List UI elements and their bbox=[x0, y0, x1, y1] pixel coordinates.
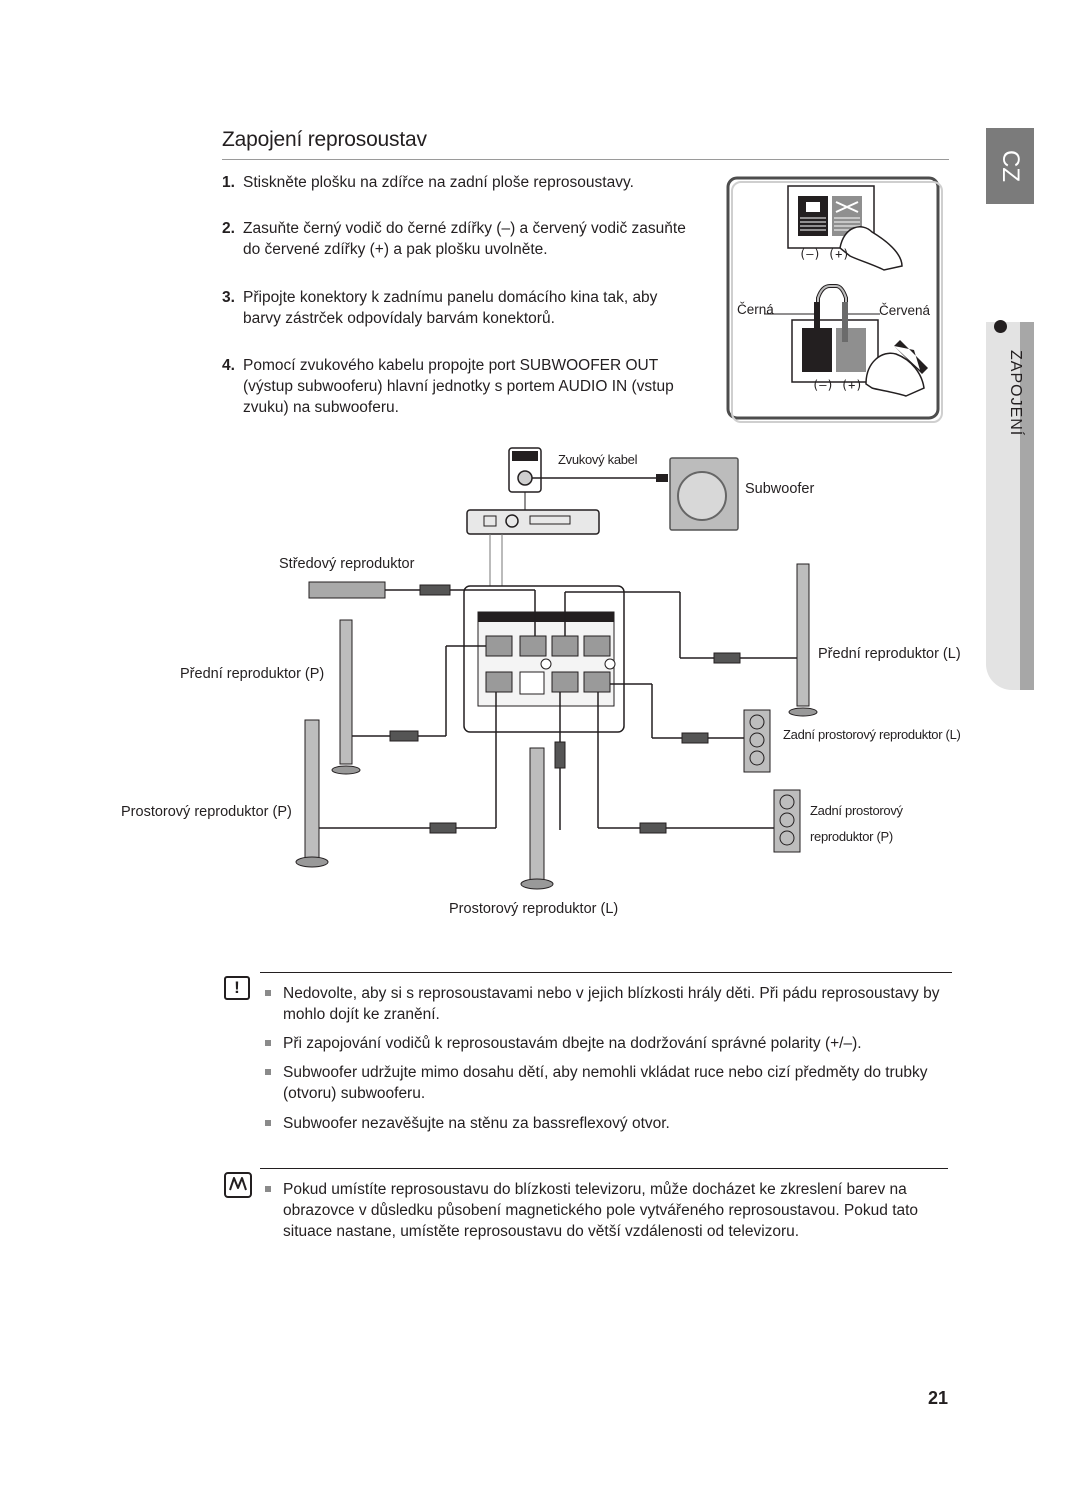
caution-text: Subwoofer nezavěšujte na stěnu za bassre… bbox=[283, 1115, 670, 1132]
step-text: Pomocí zvukového kabelu propojte port SU… bbox=[243, 357, 674, 416]
step-2: 2. Zasuňte černý vodič do černé zdířky (… bbox=[222, 218, 694, 260]
step-number: 1. bbox=[222, 174, 235, 191]
step-number: 4. bbox=[222, 357, 235, 374]
note-icon bbox=[224, 1172, 252, 1198]
bullet-icon bbox=[265, 1069, 271, 1075]
surround-left-label: Prostorový reproduktor (L) bbox=[449, 901, 619, 917]
language-label: CZ bbox=[997, 150, 1024, 182]
front-right-label: Přední reproduktor (P) bbox=[180, 666, 325, 682]
step-1: 1. Stiskněte plošku na zdířce na zadní p… bbox=[222, 172, 702, 193]
subwoofer-label: Subwoofer bbox=[745, 481, 815, 497]
polarity-bottom-label: (–) (+) bbox=[812, 378, 863, 392]
caution-divider bbox=[260, 972, 952, 973]
bullet-icon bbox=[265, 1120, 271, 1126]
caution-item: Subwoofer udržujte mimo dosahu dětí, aby… bbox=[265, 1062, 945, 1104]
polarity-top-label: (–) (+) bbox=[799, 247, 850, 261]
surround-right-speaker bbox=[304, 719, 320, 861]
rear-left-speaker bbox=[743, 709, 771, 773]
red-wire-label: Červená bbox=[879, 303, 931, 318]
surround-left-speaker bbox=[529, 747, 545, 881]
caution-item: Nedovolte, aby si s reprosoustavami nebo… bbox=[265, 983, 945, 1025]
center-speaker bbox=[308, 581, 386, 599]
caution-item: Při zapojování vodičů k reprosoustavám d… bbox=[265, 1033, 945, 1054]
section-tab-strip bbox=[1020, 322, 1034, 690]
caution-item: Subwoofer nezavěšujte na stěnu za bassre… bbox=[265, 1113, 945, 1134]
caution-icon: ! bbox=[224, 976, 250, 1000]
finger-bottom bbox=[865, 352, 925, 397]
note-divider bbox=[260, 1168, 948, 1169]
note-text: Pokud umístíte reprosoustavu do blízkost… bbox=[283, 1181, 919, 1240]
rear-right-speaker bbox=[773, 789, 801, 853]
surround-right-label: Prostorový reproduktor (P) bbox=[121, 804, 292, 820]
note-item: Pokud umístíte reprosoustavu do blízkost… bbox=[265, 1179, 945, 1242]
step-number: 3. bbox=[222, 289, 235, 306]
page-number: 21 bbox=[928, 1388, 949, 1408]
caution-text: Při zapojování vodičů k reprosoustavám d… bbox=[283, 1035, 862, 1052]
caution-text: Subwoofer udržujte mimo dosahu dětí, aby… bbox=[283, 1064, 928, 1102]
title-divider bbox=[222, 159, 949, 160]
page-title: Zapojení reprosoustav bbox=[222, 128, 427, 151]
center-speaker-label: Středový reproduktor bbox=[279, 556, 415, 572]
caution-text: Nedovolte, aby si s reprosoustavami nebo… bbox=[283, 985, 940, 1023]
step-text: Stiskněte plošku na zdířce na zadní ploš… bbox=[243, 174, 634, 191]
main-unit bbox=[466, 509, 600, 535]
bullet-icon bbox=[265, 990, 271, 996]
finger-top bbox=[839, 226, 903, 271]
step-text: Připojte konektory k zadnímu panelu domá… bbox=[243, 289, 658, 327]
rear-right-label-line1: Zadní prostorový bbox=[810, 803, 903, 818]
rear-right-label-line2: reproduktor (P) bbox=[810, 829, 893, 844]
step-4: 4. Pomocí zvukového kabelu propojte port… bbox=[222, 355, 684, 418]
rear-left-label: Zadní prostorový reproduktor (L) bbox=[783, 727, 961, 742]
step-3: 3. Připojte konektory k zadnímu panelu d… bbox=[222, 287, 698, 329]
section-bullet-icon bbox=[994, 320, 1007, 333]
step-number: 2. bbox=[222, 220, 235, 237]
front-left-speaker bbox=[796, 563, 810, 707]
bullet-icon bbox=[265, 1040, 271, 1046]
bullet-icon bbox=[265, 1186, 271, 1192]
arrow-icon bbox=[894, 340, 928, 374]
front-left-label: Přední reproduktor (L) bbox=[818, 646, 961, 662]
connection-diagram bbox=[295, 447, 818, 890]
front-right-speaker bbox=[339, 619, 353, 765]
terminal-inset-diagram bbox=[726, 176, 943, 423]
audio-cable-label: Zvukový kabel bbox=[558, 452, 638, 467]
language-tab: CZ bbox=[986, 128, 1034, 204]
black-wire-label: Černá bbox=[737, 302, 774, 317]
section-label: ZAPOJENÍ bbox=[1007, 350, 1024, 437]
step-text: Zasuňte černý vodič do černé zdířky (–) … bbox=[243, 220, 686, 258]
